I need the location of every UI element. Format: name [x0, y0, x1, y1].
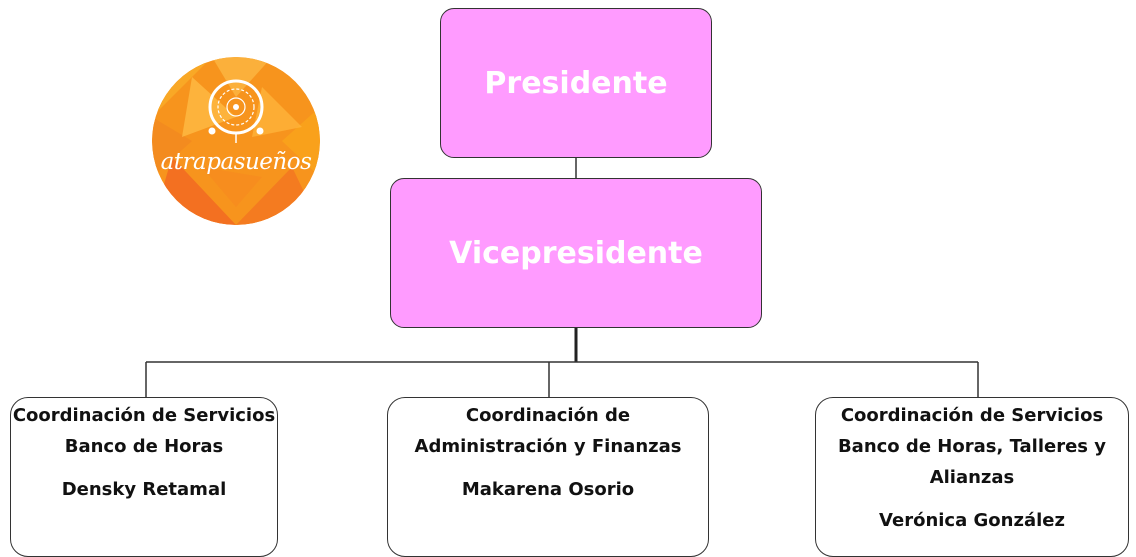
- president-box: Presidente: [440, 8, 712, 158]
- coordination-box: Coordinación de Administración y Finanza…: [387, 397, 709, 557]
- logo-graphic: [152, 57, 320, 225]
- logo-brand-text: atrapasueños: [160, 149, 312, 175]
- coordination-person: Verónica González: [879, 510, 1065, 531]
- coordination-title: Coordinación de Administración y Finanza…: [414, 405, 682, 457]
- coordination-person: Densky Retamal: [61, 479, 227, 500]
- president-title: Presidente: [484, 65, 668, 101]
- coordination-title: Coordinación de Servicios Banco de Horas: [12, 405, 276, 457]
- coordination-person: Makarena Osorio: [461, 479, 635, 500]
- coordination-title: Coordinación de Servicios Banco de Horas…: [837, 405, 1107, 488]
- vice-president-box: Vicepresidente: [390, 178, 762, 328]
- vice-president-title: Vicepresidente: [449, 235, 703, 271]
- atrapasuenos-logo: atrapasueños: [152, 57, 320, 225]
- coordination-box: Coordinación de Servicios Banco de Horas…: [815, 397, 1129, 557]
- coordination-box: Coordinación de Servicios Banco de Horas…: [10, 397, 278, 557]
